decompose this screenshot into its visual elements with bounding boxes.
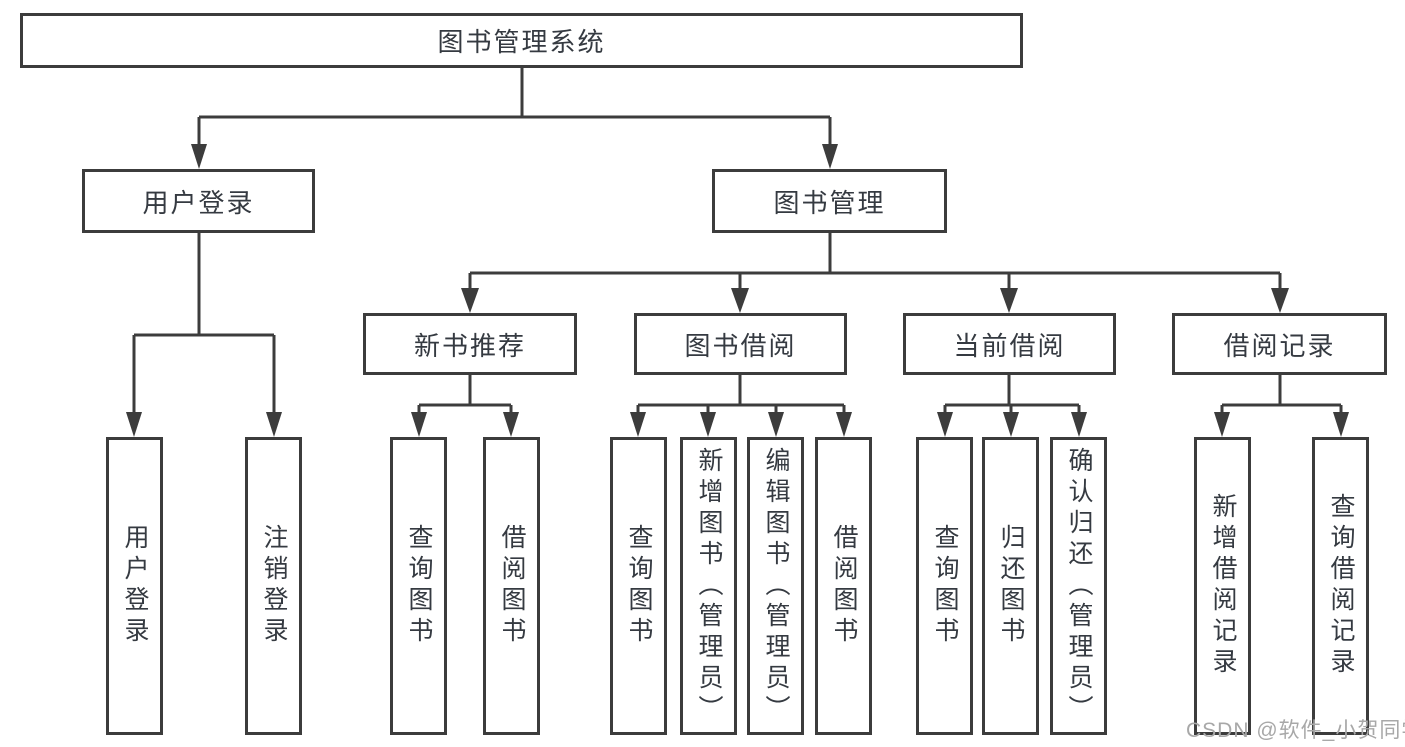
leaf-query-borrow-record: 查询借阅记录 [1312, 437, 1369, 735]
leaf-logout: 注销登录 [245, 437, 302, 735]
node-new-book-recommend: 新书推荐 [363, 313, 577, 375]
leaf-add-borrow-record: 新增借阅记录 [1194, 437, 1251, 735]
leaf-query-books-current: 查询图书 [916, 437, 973, 735]
leaf-confirm-return-admin: 确认归还（管理员） [1050, 437, 1107, 735]
leaf-query-books-borrow: 查询图书 [610, 437, 667, 735]
leaf-edit-books-admin: 编辑图书（管理员） [747, 437, 804, 735]
node-book-management: 图书管理 [712, 169, 947, 233]
csdn-watermark: CSDN @软件_小贺同学 [1186, 719, 1405, 742]
leaf-query-books-recommend: 查询图书 [390, 437, 447, 735]
leaf-borrow-books: 借阅图书 [815, 437, 872, 735]
node-borrow-records: 借阅记录 [1172, 313, 1387, 375]
leaf-user-login: 用户登录 [106, 437, 163, 735]
node-library-management-system: 图书管理系统 [20, 13, 1023, 68]
arrowheads [126, 144, 1349, 437]
leaf-return-books: 归还图书 [982, 437, 1039, 735]
node-current-borrow: 当前借阅 [903, 313, 1116, 375]
leaf-borrow-books-recommend: 借阅图书 [483, 437, 540, 735]
node-user-login: 用户登录 [82, 169, 315, 233]
leaf-add-books-admin: 新增图书（管理员） [680, 437, 737, 735]
node-book-borrow: 图书借阅 [634, 313, 847, 375]
